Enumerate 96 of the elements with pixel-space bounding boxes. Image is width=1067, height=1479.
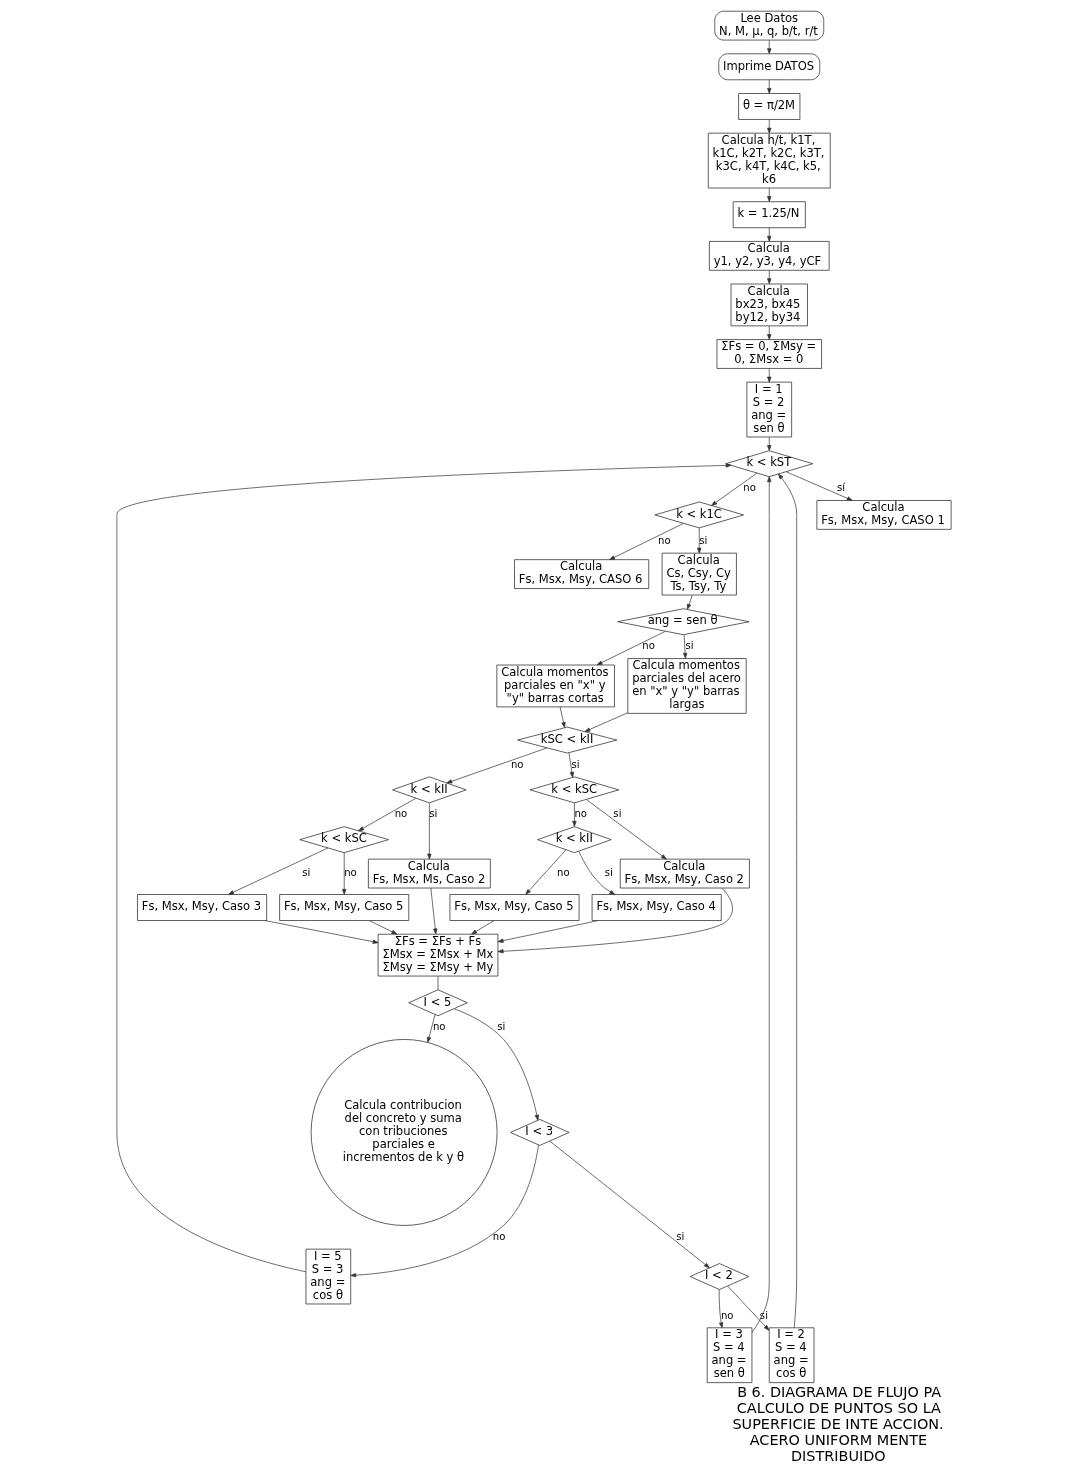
edge-label: si — [428, 808, 437, 820]
edge-label: no — [492, 1230, 505, 1242]
edge-label: no — [343, 867, 357, 879]
edge-label: no — [720, 1309, 733, 1321]
arrow — [785, 471, 853, 501]
arrow — [766, 119, 771, 134]
arrow — [777, 473, 797, 1329]
arrow — [470, 920, 494, 935]
node-box: Fs, Msx, Msy, Caso 5 — [449, 894, 579, 921]
edge-label: no — [432, 1021, 446, 1033]
node-box: Imprime DATOS — [717, 53, 820, 81]
node-box: Calcula Fs, Msx, Msy, CASO 6 — [513, 559, 649, 589]
arrow — [726, 1285, 769, 1331]
arrow — [426, 1014, 435, 1043]
edge-label: si — [698, 534, 707, 546]
node-box: I = 1 S = 2 ang = sen θ — [746, 381, 792, 438]
edge-label: no — [641, 640, 655, 652]
arrow — [426, 802, 431, 860]
node-circle: Calcula contribucion del concreto y suma con tribuciones parciales e incrementos de k y θ — [310, 1039, 497, 1226]
arrow — [766, 79, 771, 94]
arrow — [341, 852, 346, 895]
node-box: I = 3 S = 4 ang = sen θ — [706, 1327, 752, 1383]
edge-label: si — [759, 1309, 768, 1321]
arrow — [766, 270, 771, 285]
node-box: Fs, Msx, Msy, Caso 5 — [278, 894, 409, 921]
arrow — [453, 1008, 539, 1121]
node-box: Fs, Msx, Msy, Caso 3 — [136, 894, 267, 921]
node-diamond: k < kII — [536, 826, 612, 853]
edge-label: no — [742, 482, 756, 494]
arrow — [710, 472, 757, 506]
arrow — [686, 594, 693, 610]
arrow — [116, 463, 731, 1273]
arrow — [357, 797, 416, 832]
node-box: ΣFs = ΣFs + Fs ΣMsx = ΣMsx + Mx ΣMsy = ΣMsy + My — [377, 933, 498, 977]
edge-label: no — [510, 758, 523, 770]
edge-label: sí — [836, 482, 845, 494]
edge-label: si — [496, 1021, 505, 1033]
node-box: I = 5 S = 3 ang = cos θ — [305, 1248, 351, 1305]
caption: B 6. DIAGRAMA DE FLUJO PA CALCULO DE PUNTOS SO LA SUPERFICIE DE INTE ACCION. ACERO UNIFORM MENTE DISTRIBUIDO — [731, 1384, 944, 1464]
arrow — [571, 802, 577, 827]
node-box: Calcula momentos parciales del acero en "x" y "y" barras largas — [626, 658, 746, 714]
node-box: Calcula h/t, k1T, k1C, k2T, k2C, k3T, k3C, k4T, k4C, k5, k6 — [707, 132, 831, 189]
arrow — [682, 634, 687, 659]
arrow — [430, 887, 437, 935]
arrow — [766, 436, 771, 451]
node-box: θ = π/2M — [737, 93, 800, 120]
edge-label: no — [394, 808, 407, 820]
arrow — [766, 325, 771, 340]
arrow — [559, 706, 566, 728]
edge-label: si — [685, 640, 694, 652]
node-diamond: k < kSC — [529, 776, 619, 804]
node-box: Lee Datos N, M, μ, q, b/t, r/t — [713, 10, 824, 41]
node-diamond: I < 5 — [407, 989, 468, 1017]
arrow — [584, 712, 628, 732]
arrow — [445, 747, 547, 784]
node-box: Calcula bx23, bx45 by12, by34 — [730, 283, 808, 327]
arrow — [368, 920, 397, 935]
arrow — [549, 1140, 710, 1269]
node-box: Fs, Msx, Msy, Caso 4 — [591, 894, 722, 921]
arrow — [578, 850, 615, 895]
edge-label: no — [573, 808, 587, 820]
edge-label: si — [604, 867, 613, 879]
node-box: Calcula Fs, Msx, Ms, Caso 2 — [367, 858, 491, 889]
edge-label: no — [556, 867, 570, 879]
arrow — [596, 630, 666, 666]
node-box: Calcula Cs, Csy, Cy Ts, Tsy, Ty — [661, 552, 737, 596]
arrow — [497, 920, 599, 943]
arrow — [718, 1289, 723, 1329]
arrow — [751, 476, 771, 1333]
arrow — [524, 849, 566, 895]
node-box: Calcula momentos parciales en "x" y "y" barras cortas — [495, 664, 615, 708]
node-box: ΣFs = 0, ΣMsy = 0, ΣMsx = 0 — [716, 339, 822, 369]
arrow — [585, 799, 667, 860]
edge-label: si — [301, 867, 310, 879]
arrow — [766, 227, 771, 242]
arrow — [766, 39, 771, 55]
edge-label: si — [571, 758, 580, 770]
edge-label: si — [612, 808, 621, 820]
node-box: Calcula Fs, Msx, Msy, CASO 1 — [816, 500, 951, 530]
edge-label: si — [675, 1230, 684, 1242]
node-box: Calcula Fs, Msx, Msy, Caso 2 — [619, 858, 750, 889]
arrow — [227, 847, 328, 895]
connector — [437, 975, 438, 990]
node-diamond: ang = sen θ — [616, 608, 749, 636]
edge-label: no — [657, 534, 671, 546]
arrow — [766, 187, 771, 202]
node-diamond: I < 3 — [509, 1119, 569, 1146]
node-box: k = 1.25/N — [732, 201, 806, 229]
node-box: I = 2 S = 4 ang = cos θ — [768, 1327, 814, 1383]
arrow — [568, 752, 574, 778]
arrow — [264, 920, 378, 944]
arrow — [766, 368, 771, 383]
arrow — [608, 523, 684, 560]
node-box: Calcula y1, y2, y3, y4, yCF — [708, 241, 829, 271]
arrow — [696, 527, 701, 554]
arrow — [349, 1144, 539, 1278]
